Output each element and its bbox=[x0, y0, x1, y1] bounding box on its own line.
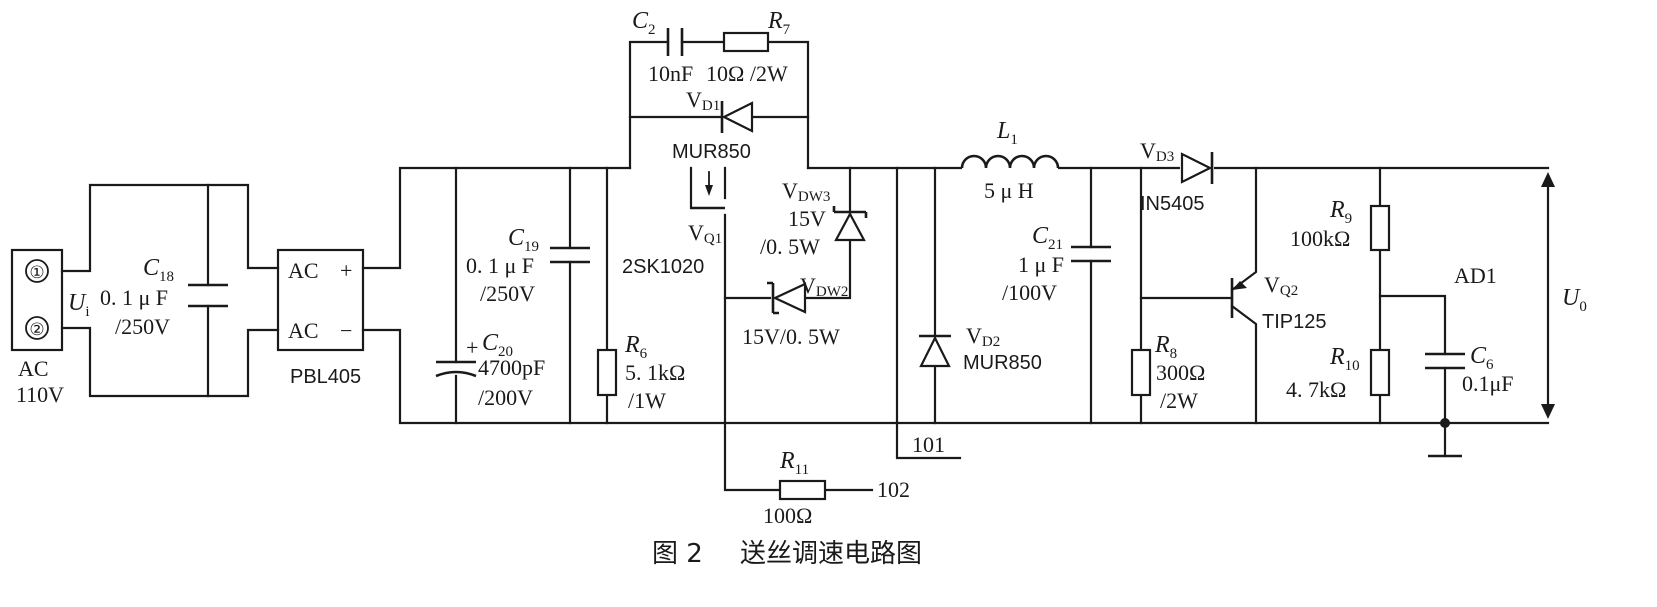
ad1-label: AD1 bbox=[1454, 263, 1497, 288]
transistor-vq2 bbox=[1130, 166, 1258, 425]
r6-rating: /1W bbox=[628, 388, 666, 413]
r8-value: 300Ω bbox=[1156, 360, 1205, 385]
r9-ref: R9 bbox=[1329, 197, 1352, 227]
net-101-label: 101 bbox=[912, 432, 945, 457]
r7-ref: R7 bbox=[767, 8, 791, 38]
ac-label: AC bbox=[18, 356, 49, 381]
rectifier-part: PBL405 bbox=[290, 366, 361, 388]
vd3-ref: VD3 bbox=[1140, 138, 1174, 165]
input-voltage-label: Ui bbox=[68, 290, 90, 320]
c2-ref: C2 bbox=[632, 8, 656, 38]
capacitor-c19: C19 0. 1 μ F /250V bbox=[466, 166, 590, 425]
l1-value: 5 μ H bbox=[984, 178, 1034, 203]
c21-rating: /100V bbox=[1002, 280, 1057, 305]
c20-ref: C20 bbox=[482, 330, 513, 360]
c21-value: 1 μ F bbox=[1018, 252, 1064, 277]
pin-1-label: ① bbox=[29, 263, 44, 282]
c19-value: 0. 1 μ F bbox=[466, 253, 534, 278]
c6-value: 0.1μF bbox=[1462, 371, 1514, 396]
dc-bus bbox=[361, 166, 1550, 425]
inductor-l1 bbox=[960, 154, 1060, 170]
freewheel-diode-vd2 bbox=[895, 166, 962, 460]
vdw3-rating: /0. 5W bbox=[760, 234, 820, 259]
vdw2-value: 15V/0. 5W bbox=[742, 324, 840, 349]
rectifier-ac-bottom: AC bbox=[288, 318, 319, 343]
figure-title: 送丝调速电路图 bbox=[740, 539, 922, 569]
c19-ref: C19 bbox=[508, 225, 539, 255]
vd1-ref: VD1 bbox=[686, 87, 720, 114]
vdw3-ref: VDW3 bbox=[782, 178, 830, 205]
c19-rating: /250V bbox=[480, 281, 535, 306]
c20-rating: /200V bbox=[478, 385, 533, 410]
l1-ref: L1 bbox=[996, 118, 1018, 148]
ac-input-connector: ① ② AC 110V Ui bbox=[10, 248, 90, 407]
output-voltage-label: U0 bbox=[1562, 285, 1587, 315]
mosfet-vq1 bbox=[689, 166, 874, 501]
capacitor-c20: + C20 4700pF /200V bbox=[435, 166, 545, 425]
capacitor-c6 bbox=[1425, 352, 1465, 458]
rectifier-minus: − bbox=[340, 318, 352, 343]
r7-value: 10Ω /2W bbox=[706, 61, 788, 86]
capacitor-c21 bbox=[1071, 166, 1111, 425]
vd3-part: IN5405 bbox=[1140, 193, 1205, 215]
r6-value: 5. 1kΩ bbox=[625, 360, 685, 385]
zener-diodes bbox=[723, 166, 868, 315]
c6-ref: C6 bbox=[1470, 343, 1494, 373]
vq1-ref: VQ1 bbox=[688, 220, 722, 247]
c18-ref: C18 bbox=[143, 255, 174, 285]
pin-2-label: ② bbox=[29, 320, 44, 339]
r11-ref: R11 bbox=[779, 448, 809, 478]
vq1-part: 2SK1020 bbox=[622, 256, 704, 278]
resistor-r6: R6 5. 1kΩ /1W bbox=[596, 166, 685, 425]
ac-voltage-label: 110V bbox=[16, 382, 64, 407]
c20-value: 4700pF bbox=[478, 355, 545, 380]
vdw3-value: 15V bbox=[788, 206, 826, 231]
r10-ref: R10 bbox=[1329, 344, 1360, 374]
capacitor-c18: C18 0. 1 μ F /250V bbox=[100, 255, 228, 339]
vd1-part: MUR850 bbox=[672, 141, 751, 163]
r9-value: 100kΩ bbox=[1290, 226, 1350, 251]
diode-vd3 bbox=[1180, 150, 1214, 186]
r8-ref: R8 bbox=[1154, 332, 1177, 362]
bridge-rectifier: AC + AC − PBL405 bbox=[276, 248, 365, 388]
r10-value: 4. 7kΩ bbox=[1286, 377, 1346, 402]
c18-value: 0. 1 μ F bbox=[100, 285, 168, 310]
figure-number: 图 2 bbox=[652, 539, 703, 569]
r11-value: 100Ω bbox=[763, 503, 812, 528]
c2-value: 10nF bbox=[648, 61, 693, 86]
c20-plus: + bbox=[466, 335, 478, 360]
input-wires bbox=[60, 183, 280, 398]
c21-ref: C21 bbox=[1032, 223, 1063, 253]
vdw2-ref: VDW2 bbox=[800, 273, 848, 300]
net-102-label: 102 bbox=[877, 477, 910, 502]
vq2-ref: VQ2 bbox=[1264, 272, 1298, 299]
r6-ref: R6 bbox=[624, 332, 648, 362]
snubber-network bbox=[628, 28, 810, 170]
rectifier-ac-top: AC bbox=[288, 258, 319, 283]
output-voltage-arrow bbox=[1541, 172, 1555, 419]
r8-rating: /2W bbox=[1160, 388, 1198, 413]
vd2-ref: VD2 bbox=[966, 323, 1000, 350]
c18-rating: /250V bbox=[115, 314, 170, 339]
divider-r9-r10 bbox=[1369, 166, 1447, 458]
vq2-part: TIP125 bbox=[1262, 311, 1326, 333]
rectifier-plus: + bbox=[340, 258, 352, 283]
vd2-part: MUR850 bbox=[963, 352, 1042, 374]
